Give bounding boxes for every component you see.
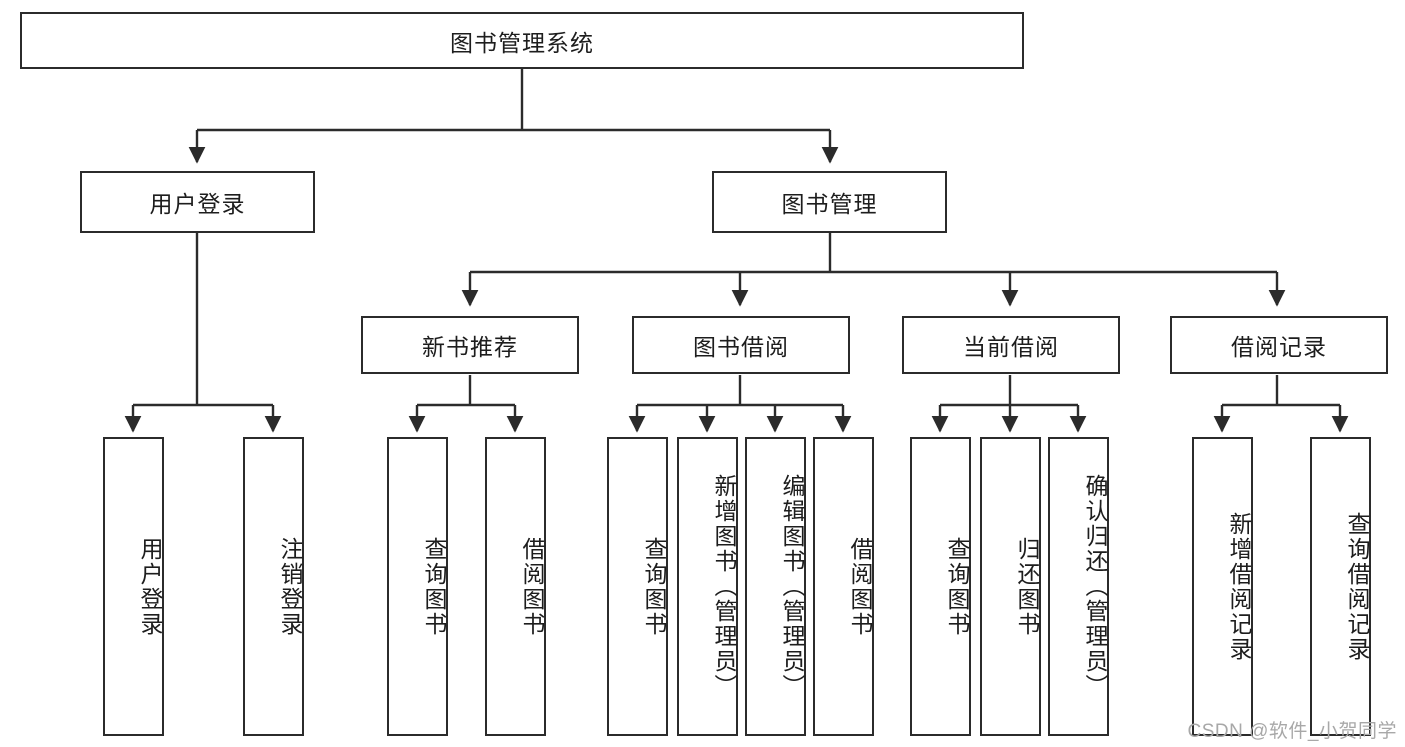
node-book-manage[interactable]: 图书管理 bbox=[712, 171, 947, 233]
node-new-book-rec-label: 新书推荐 bbox=[422, 334, 518, 360]
leaf-edit-book[interactable]: 编辑图书（管理员） bbox=[745, 437, 806, 736]
node-borrow-record[interactable]: 借阅记录 bbox=[1170, 316, 1388, 374]
leaf-add-book-label: 新增图书（管理员） bbox=[711, 474, 737, 699]
leaf-logout-login-label: 注销登录 bbox=[277, 536, 303, 637]
node-book-borrow[interactable]: 图书借阅 bbox=[632, 316, 850, 374]
leaf-borrow-book-1-label: 借阅图书 bbox=[519, 536, 545, 637]
node-book-manage-label: 图书管理 bbox=[781, 191, 878, 217]
leaf-confirm-return[interactable]: 确认归还（管理员） bbox=[1048, 437, 1109, 736]
leaf-borrow-book-2-label: 借阅图书 bbox=[847, 536, 873, 637]
node-book-borrow-label: 图书借阅 bbox=[693, 334, 789, 360]
node-current-borrow[interactable]: 当前借阅 bbox=[902, 316, 1120, 374]
leaf-return-book[interactable]: 归还图书 bbox=[980, 437, 1041, 736]
leaf-confirm-return-label: 确认归还（管理员） bbox=[1082, 474, 1108, 699]
leaf-query-record[interactable]: 查询借阅记录 bbox=[1310, 437, 1371, 736]
node-root-label: 图书管理系统 bbox=[450, 29, 594, 56]
leaf-query-record-label: 查询借阅记录 bbox=[1344, 511, 1370, 662]
leaf-logout-login[interactable]: 注销登录 bbox=[243, 437, 304, 736]
leaf-query-book-3[interactable]: 查询图书 bbox=[910, 437, 971, 736]
leaf-borrow-book-1[interactable]: 借阅图书 bbox=[485, 437, 546, 736]
node-user-login[interactable]: 用户登录 bbox=[80, 171, 315, 233]
leaf-query-book-2-label: 查询图书 bbox=[641, 536, 667, 637]
leaf-add-record[interactable]: 新增借阅记录 bbox=[1192, 437, 1253, 736]
node-borrow-record-label: 借阅记录 bbox=[1231, 334, 1327, 360]
node-user-login-label: 用户登录 bbox=[149, 191, 246, 217]
leaf-user-login[interactable]: 用户登录 bbox=[103, 437, 164, 736]
leaf-user-login-label: 用户登录 bbox=[137, 536, 163, 637]
leaf-add-record-label: 新增借阅记录 bbox=[1226, 511, 1252, 662]
leaf-query-book-1[interactable]: 查询图书 bbox=[387, 437, 448, 736]
leaf-borrow-book-2[interactable]: 借阅图书 bbox=[813, 437, 874, 736]
node-current-borrow-label: 当前借阅 bbox=[963, 334, 1059, 360]
leaf-query-book-2[interactable]: 查询图书 bbox=[607, 437, 668, 736]
node-root[interactable]: 图书管理系统 bbox=[20, 12, 1024, 69]
leaf-edit-book-label: 编辑图书（管理员） bbox=[779, 474, 805, 699]
watermark: CSDN @软件_小贺同学 bbox=[1187, 721, 1397, 742]
leaf-query-book-1-label: 查询图书 bbox=[421, 536, 447, 637]
leaf-return-book-label: 归还图书 bbox=[1014, 536, 1040, 637]
leaf-query-book-3-label: 查询图书 bbox=[944, 536, 970, 637]
leaf-add-book[interactable]: 新增图书（管理员） bbox=[677, 437, 738, 736]
node-new-book-rec[interactable]: 新书推荐 bbox=[361, 316, 579, 374]
